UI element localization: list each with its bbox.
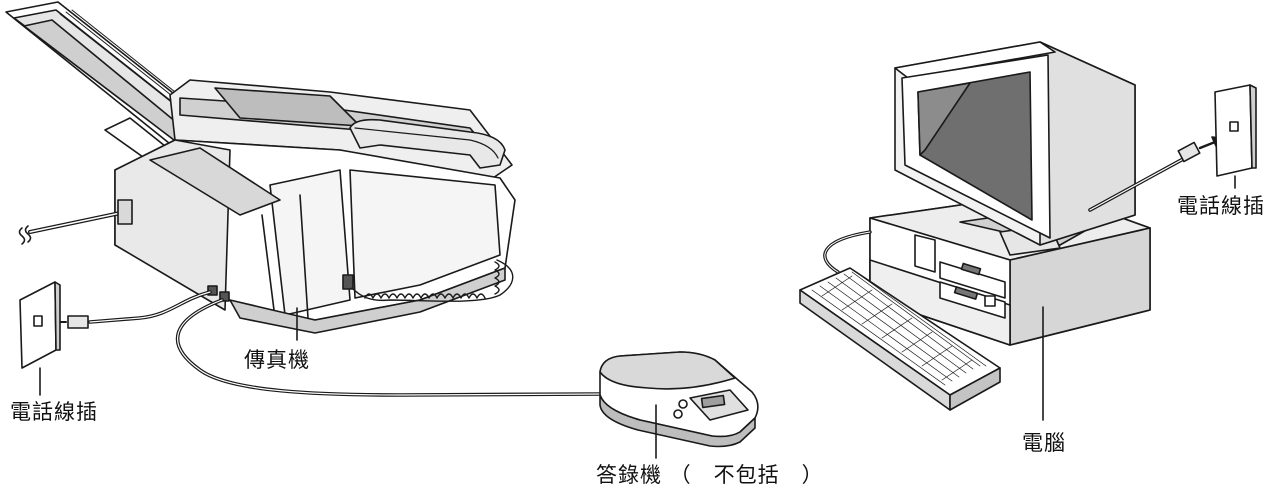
- wall-jack-icon: [19, 281, 61, 396]
- wall-jack-icon: [1214, 84, 1257, 189]
- power-cord: [18, 199, 133, 245]
- computer-label: 電腦: [1022, 431, 1066, 455]
- phone-line-cord-right: [1088, 156, 1187, 212]
- monitor-icon: [894, 41, 1136, 256]
- handset-coil-cord: [351, 259, 514, 302]
- keyboard-cord: [823, 230, 872, 274]
- answering-machine-icon: [599, 351, 759, 459]
- answering-machine-label: 答錄機 （ 不包括 ）: [596, 463, 824, 487]
- phone-line-cord-left: [88, 290, 212, 324]
- keyboard-icon: [799, 267, 1001, 411]
- fax-machine-label: 傳真機: [244, 348, 310, 372]
- wall-jack-label-right: 電話線插: [1177, 194, 1265, 218]
- fax-machine-icon: [5, 1, 516, 334]
- wall-jack-label-left: 電話線插: [10, 400, 98, 424]
- answering-machine-cord: [175, 298, 607, 397]
